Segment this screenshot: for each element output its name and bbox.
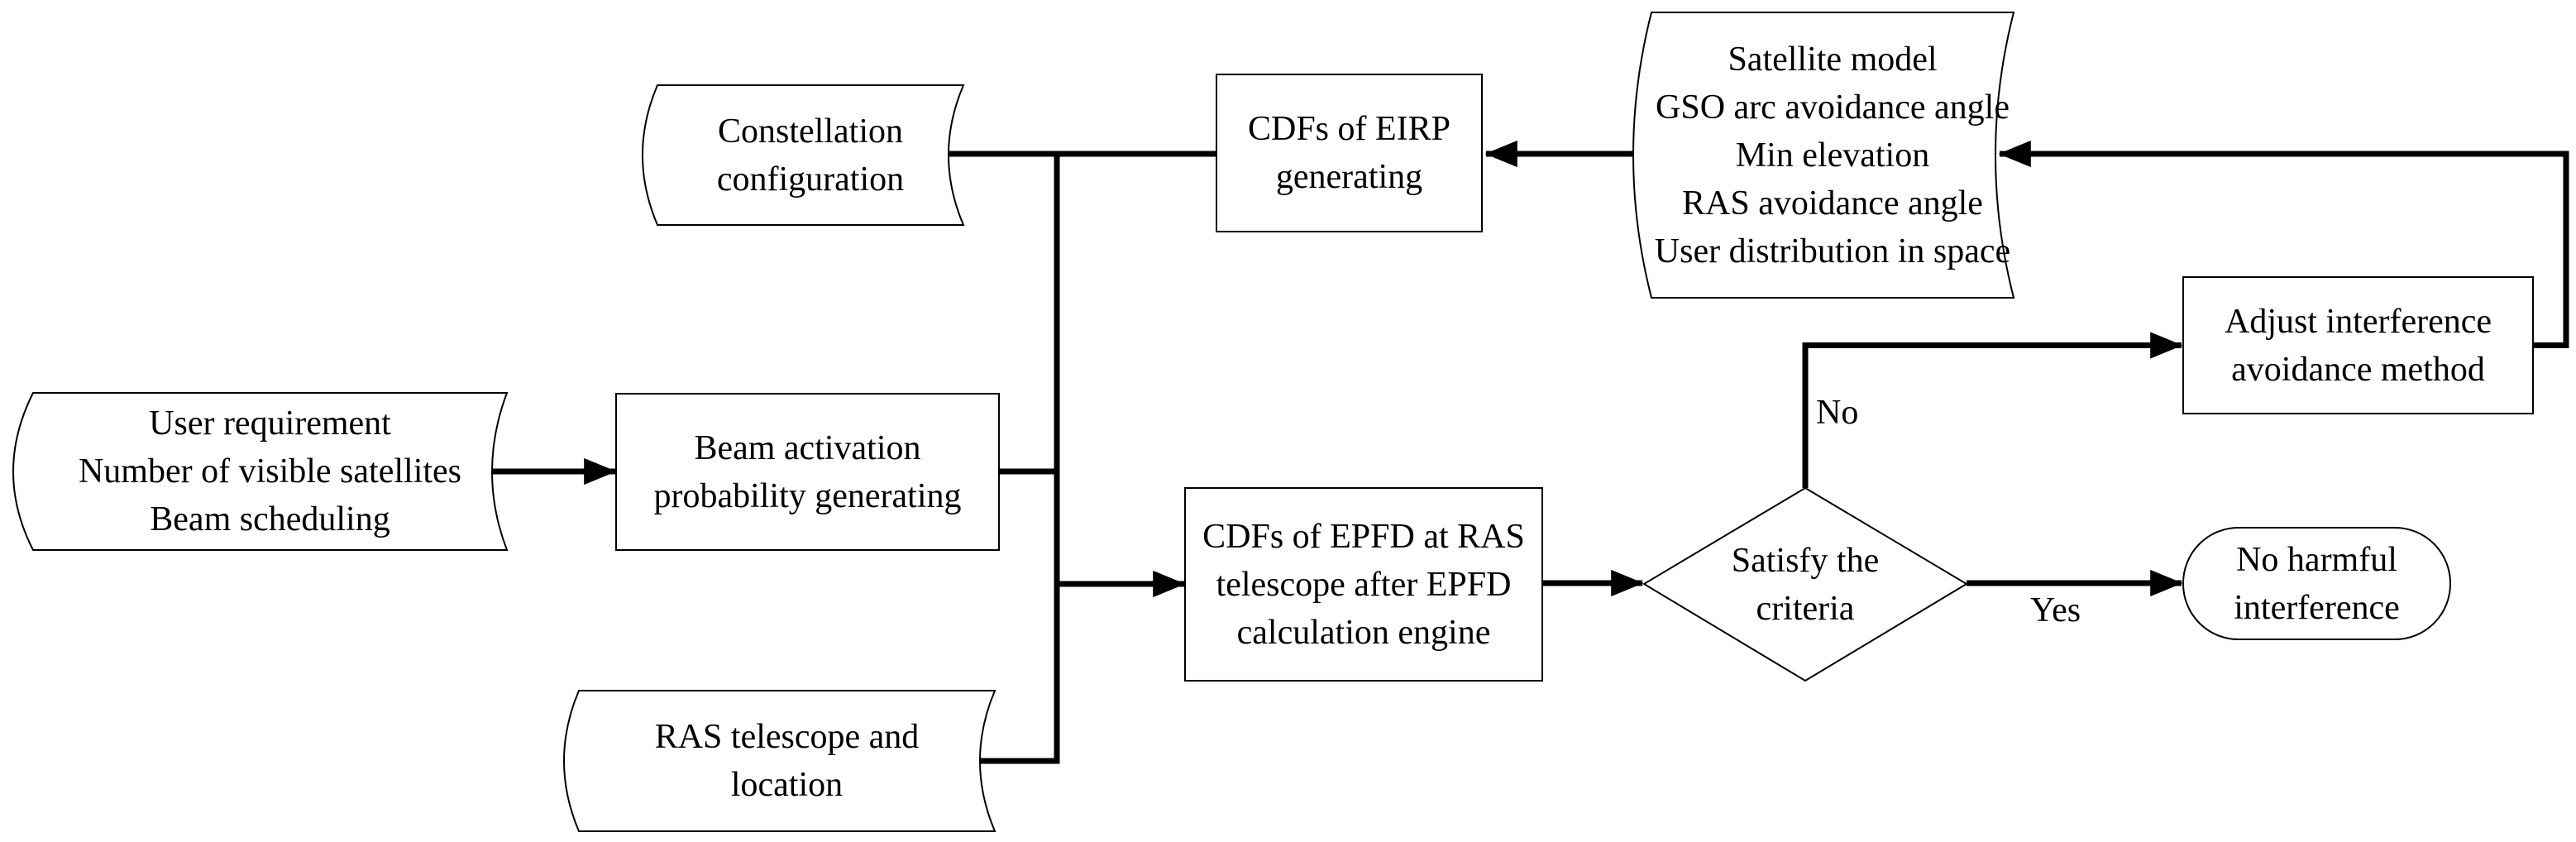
beam-activation-shape [615,393,1000,551]
user-input-shape [12,392,509,551]
ras-telescope-shape [563,690,996,832]
eirp-cdfs-shape [1216,74,1483,232]
edge-adjust-feedback-arrow [1998,140,2569,348]
constellation-shape [642,84,965,226]
decision-diamond-shape [1642,486,1968,682]
epfd-cdfs-shape [1184,487,1543,682]
edge-no-arrow [1802,332,2183,488]
edge-ras-bus-line [980,154,1060,764]
satellite-params-shape [1632,12,2015,299]
no-harmful-shape [2182,527,2451,640]
adjust-method-shape [2182,276,2534,414]
